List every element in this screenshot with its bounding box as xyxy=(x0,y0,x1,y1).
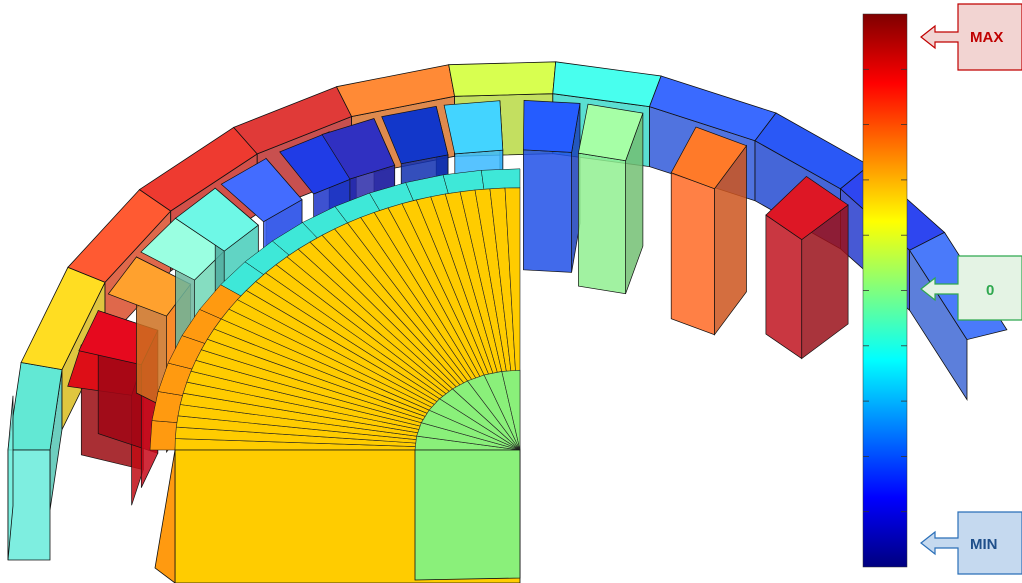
stator-tooth xyxy=(578,152,626,295)
stator-tooth xyxy=(765,175,849,241)
zero-marker: 0 xyxy=(920,255,1022,321)
zero-label: 0 xyxy=(986,282,994,299)
min-marker: MIN xyxy=(920,511,1022,575)
stator-end-face xyxy=(7,449,51,561)
stator-tooth xyxy=(670,126,748,190)
rotor-rim-segment xyxy=(481,168,521,190)
stator-tooth xyxy=(670,172,715,336)
stator-tooth xyxy=(765,214,803,360)
hub-segment xyxy=(501,369,521,451)
stator-tooth xyxy=(443,100,504,155)
rotor-rim-segment xyxy=(149,420,178,451)
colorbar-ticks xyxy=(863,68,907,513)
max-label: MAX xyxy=(970,29,1003,46)
color-scale-legend: MAX 0 MIN xyxy=(862,3,1022,575)
motor-3d-model xyxy=(7,61,1008,583)
stator-tooth xyxy=(220,158,303,223)
min-arrow xyxy=(920,511,1022,575)
min-label: MIN xyxy=(970,536,998,553)
zero-arrow xyxy=(920,255,1022,321)
hub-front-face xyxy=(414,449,521,581)
stator-tooth xyxy=(381,105,449,165)
stator-tooth xyxy=(523,100,581,153)
max-arrow xyxy=(920,3,1022,71)
rotor-side-face xyxy=(154,449,176,583)
colorbar xyxy=(862,13,908,568)
stator-end-face xyxy=(7,395,14,561)
stator-tooth xyxy=(107,256,192,317)
stator-yoke-segment xyxy=(448,61,557,97)
max-marker: MAX xyxy=(920,3,1022,71)
stator-tooth xyxy=(523,149,572,273)
stator-tooth xyxy=(321,118,396,180)
stator-tooth xyxy=(174,187,259,252)
stator-tooth xyxy=(577,103,644,162)
